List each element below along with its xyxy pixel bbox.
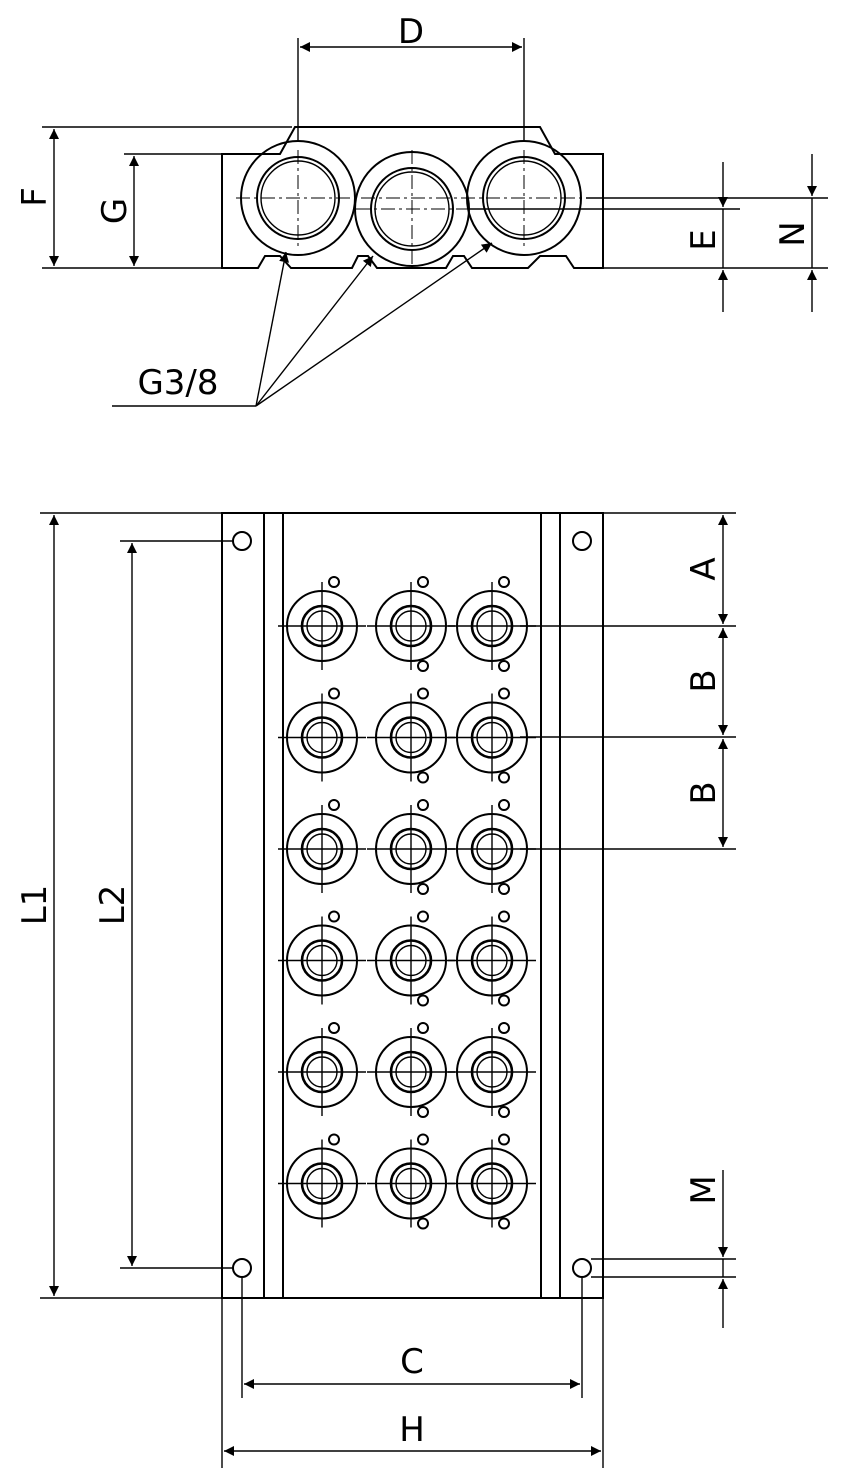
pin-hole-top: [498, 576, 510, 588]
pin-hole-bottom: [498, 660, 510, 672]
pin-hole-top: [417, 1022, 429, 1034]
pin-hole-top: [498, 1022, 510, 1034]
port-grid: [278, 576, 536, 1230]
pin-hole-top: [417, 910, 429, 923]
dim-C-label: C: [400, 1342, 424, 1382]
pin-hole-top: [498, 1133, 510, 1146]
pin-hole-bottom: [498, 883, 510, 895]
pin-hole-top: [498, 687, 510, 700]
dim-A-label: A: [684, 557, 724, 580]
pin-hole-bottom: [498, 771, 510, 784]
pin-hole-bottom: [417, 1217, 429, 1230]
dim-H-label: H: [399, 1410, 425, 1450]
thread-leaders: [112, 242, 493, 407]
port: [367, 910, 455, 1007]
dim-B1-label: B: [684, 669, 724, 692]
dim-L2-label: L2: [93, 885, 133, 926]
pin-hole-top: [328, 910, 340, 923]
pin-hole-top: [328, 1022, 340, 1034]
pin-hole-bottom: [417, 994, 429, 1007]
mounting-hole-top-right: [572, 531, 592, 551]
port: [367, 576, 455, 672]
pin-hole-bottom: [417, 771, 429, 784]
pin-hole-top: [498, 910, 510, 923]
port: [278, 799, 366, 893]
pin-hole-bottom: [417, 660, 429, 672]
pin-hole-top: [328, 799, 340, 811]
port: [278, 576, 366, 670]
dim-F-label: F: [15, 187, 55, 207]
port: [278, 1133, 366, 1228]
port: [367, 1022, 455, 1118]
dim-N-label: N: [773, 221, 813, 246]
pin-hole-top: [328, 1133, 340, 1146]
port: [367, 1133, 455, 1230]
dim-M-label: M: [684, 1175, 724, 1204]
port: [278, 687, 366, 782]
pin-hole-top: [417, 1133, 429, 1146]
port: [448, 799, 536, 895]
port: [367, 799, 455, 895]
pin-hole-bottom: [498, 994, 510, 1007]
mounting-hole-top-left: [232, 531, 252, 551]
pin-hole-top: [417, 687, 429, 700]
pin-hole-top: [328, 687, 340, 700]
dim-B2-label: B: [684, 781, 724, 804]
dim-G-label: G: [95, 198, 135, 224]
pin-hole-top: [328, 576, 340, 588]
pin-hole-bottom: [498, 1217, 510, 1230]
pin-hole-bottom: [417, 883, 429, 895]
port: [448, 576, 536, 672]
port: [448, 910, 536, 1007]
pin-hole-bottom: [417, 1106, 429, 1118]
port: [278, 910, 366, 1005]
pin-hole-top: [417, 799, 429, 811]
port: [448, 687, 536, 784]
port: [448, 1022, 536, 1118]
manifold-plan-outline: [221, 512, 604, 1299]
dim-L1-label: L1: [15, 885, 55, 926]
pin-hole-top: [498, 799, 510, 811]
plan-view: A B B L1 L2 M C H: [15, 512, 736, 1468]
mounting-hole-bottom-right: [572, 1258, 592, 1278]
pin-hole-bottom: [498, 1106, 510, 1118]
port: [278, 1022, 366, 1116]
port: [367, 687, 455, 784]
dim-E-label: E: [684, 229, 724, 250]
front-view: D F G E N G3/8: [15, 12, 828, 407]
dim-D-label: D: [398, 12, 424, 52]
port: [448, 1133, 536, 1230]
mounting-hole-bottom-left: [232, 1258, 252, 1278]
pin-hole-top: [417, 576, 429, 588]
thread-label: G3/8: [137, 363, 218, 403]
